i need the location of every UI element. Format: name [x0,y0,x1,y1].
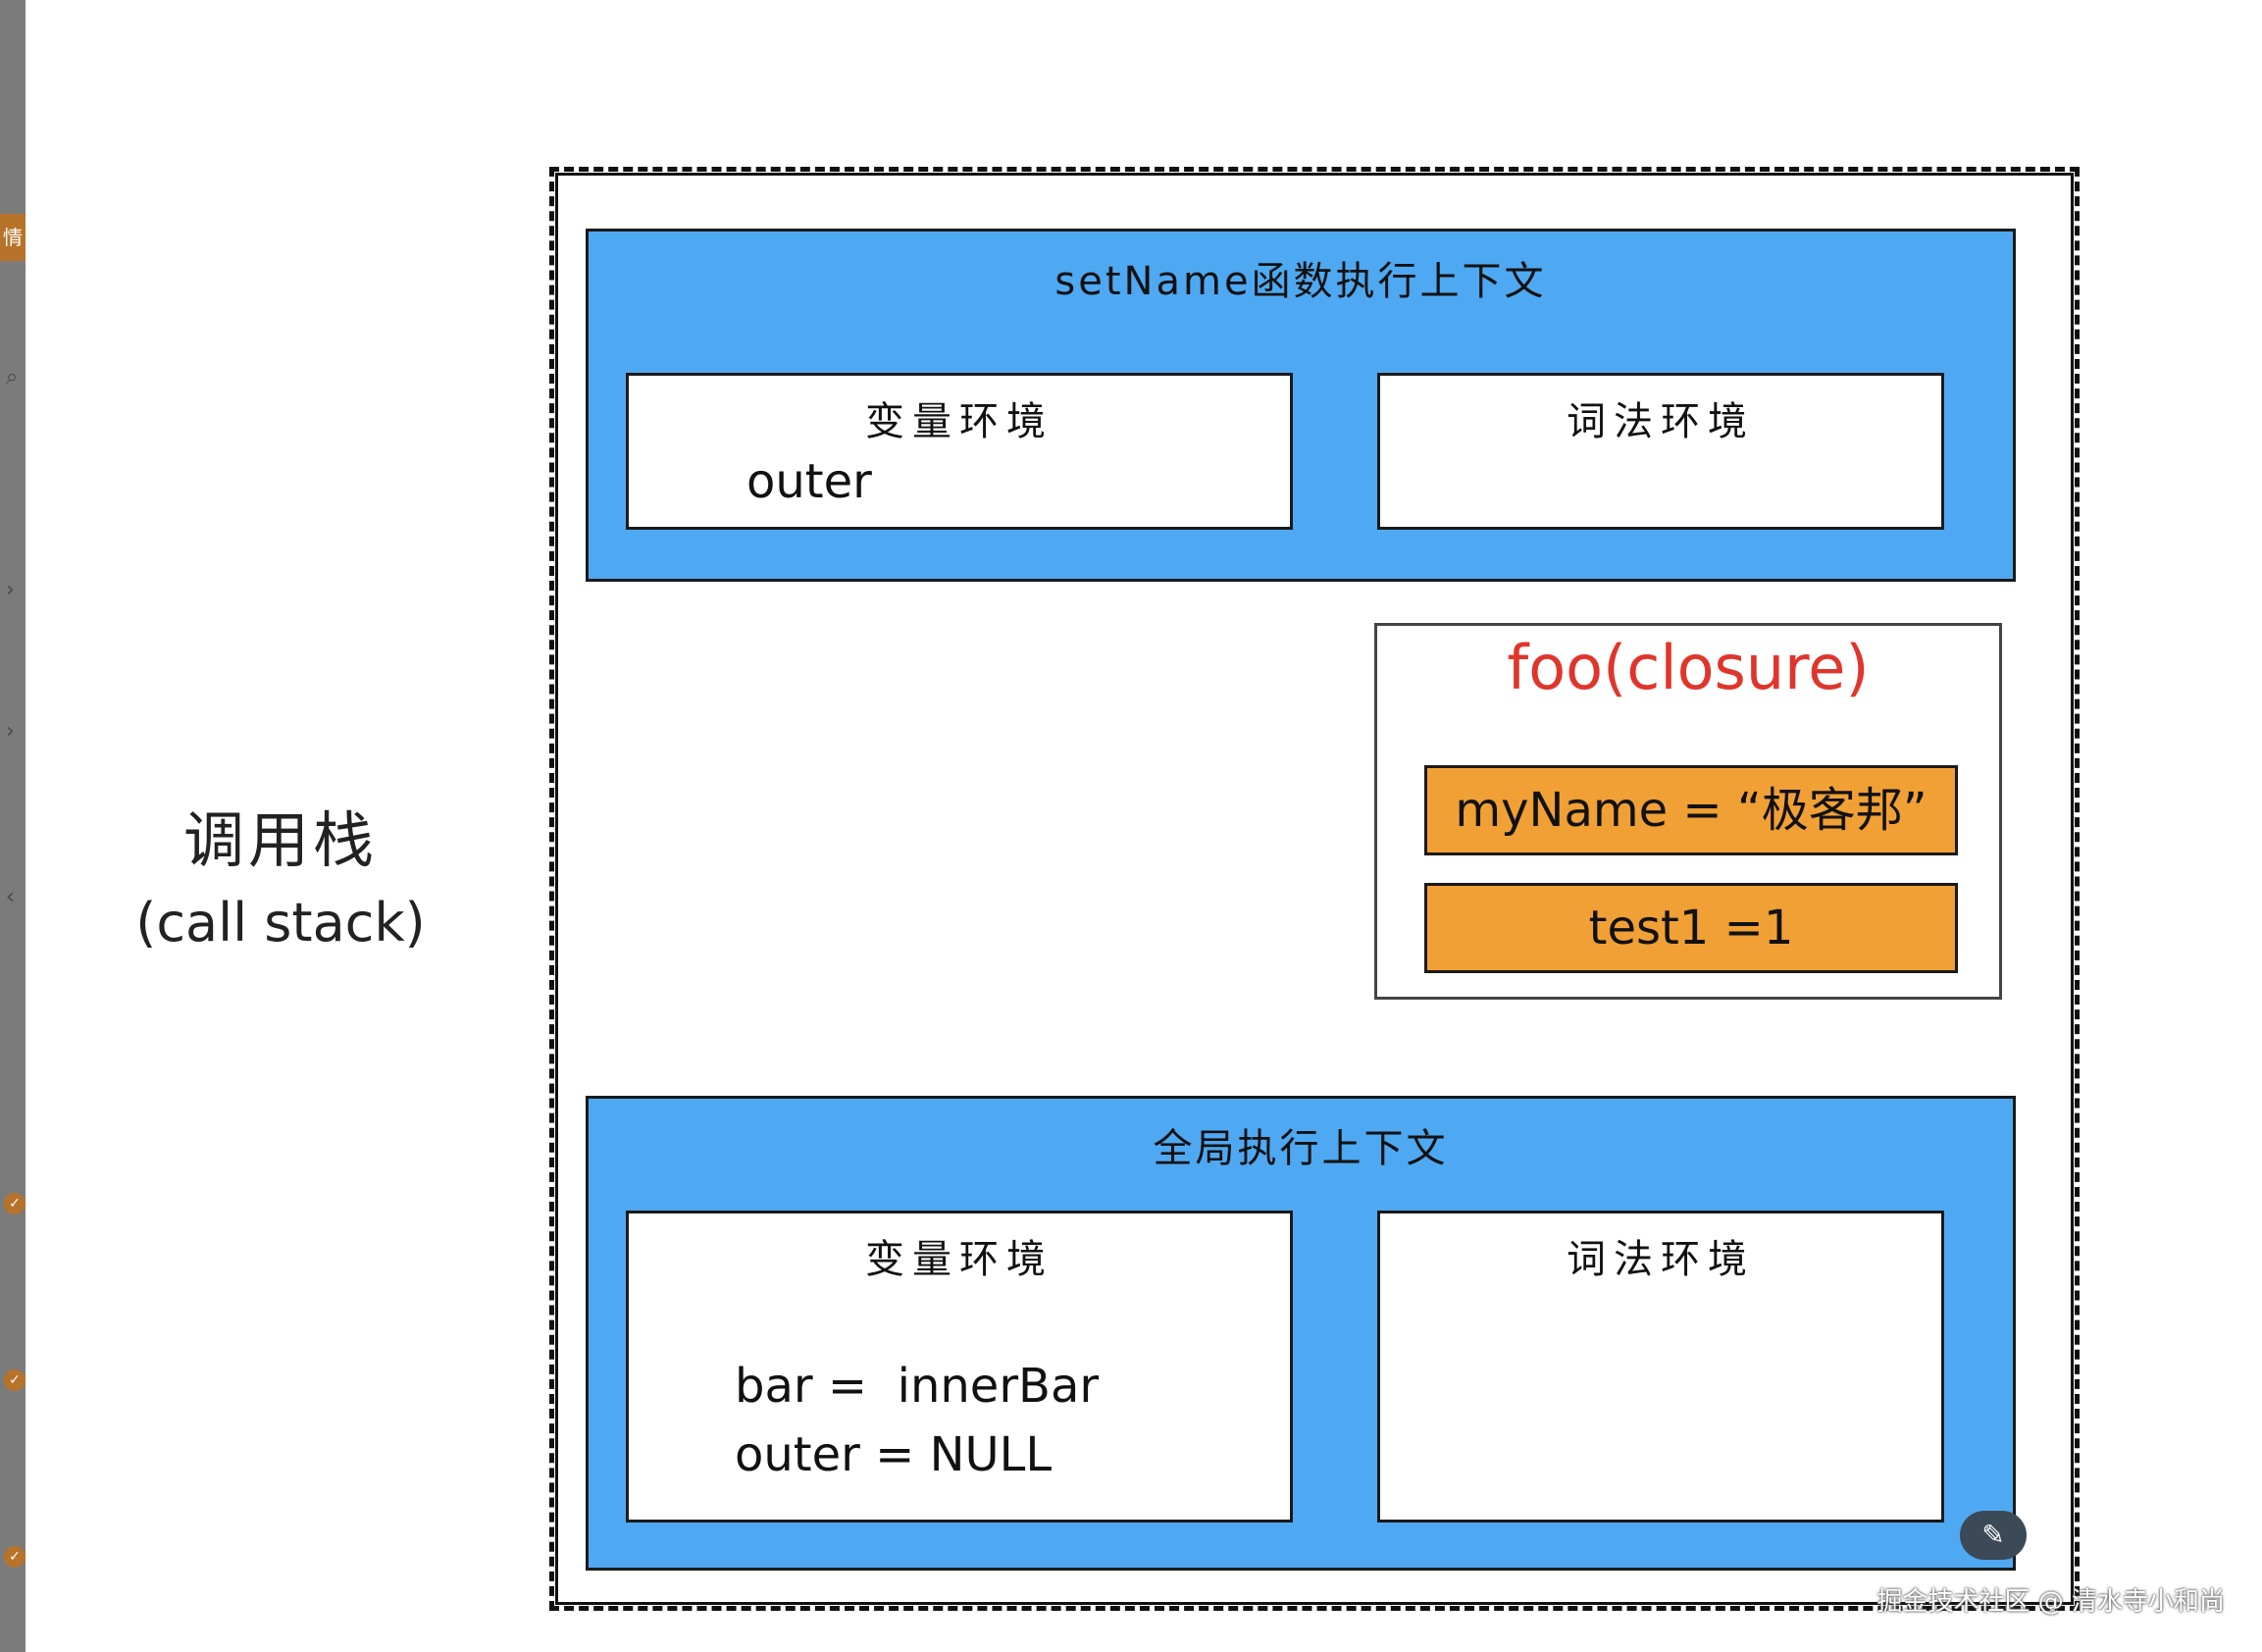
setname-execution-context: setName函数执行上下文 变量环境 outer 词法环境 [586,229,2016,582]
watermark: 掘金技术社区 @ 清水寺小和尚 [1876,1587,2225,1617]
chevron-icon[interactable]: ‹ [6,885,15,909]
left-sidebar-strip: 情 ⌕ › › ‹ ✓ ✓ ✓ [0,0,26,1652]
chevron-icon[interactable]: › [6,719,15,744]
search-icon[interactable]: ⌕ [6,365,19,389]
global-context-title: 全局执行上下文 [1153,1126,1449,1171]
callstack-title-en: (call stack) [135,892,426,954]
global-lexical-env: 词法环境 [1377,1211,1944,1523]
diagram-stage: 调用栈 (call stack) setName函数执行上下文 变量环境 out… [26,0,2262,1652]
setname-lexical-env: 词法环境 [1377,373,1944,530]
chevron-icon[interactable]: › [6,578,15,602]
closure-item: test1 =1 [1424,883,1958,973]
magic-wand-button[interactable]: ✎ [1960,1511,2027,1560]
check-icon: ✓ [4,1369,26,1391]
magic-wand-icon: ✎ [1981,1519,2005,1551]
check-icon: ✓ [4,1546,26,1568]
call-stack-frame: setName函数执行上下文 变量环境 outer 词法环境 foo(closu… [549,167,2080,1611]
setname-variable-env: 变量环境 outer [626,373,1293,530]
variable-env-title: 变量环境 [865,1237,1054,1282]
sidebar-badge[interactable]: 情 [0,214,26,261]
global-execution-context: 全局执行上下文 变量环境 bar = innerBar outer = NULL… [586,1096,2016,1571]
check-icon: ✓ [4,1193,26,1214]
variable-env-line: outer [746,454,872,509]
callstack-label: 调用栈 (call stack) [124,800,437,964]
lexical-env-title: 词法环境 [1567,1237,1755,1282]
variable-env-line: bar = innerBar [735,1359,1100,1414]
callstack-title-zh: 调用栈 [182,804,378,876]
global-variable-env: 变量环境 bar = innerBar outer = NULL [626,1211,1293,1523]
variable-env-title: 变量环境 [865,399,1054,444]
setname-context-title: setName函数执行上下文 [1054,259,1547,304]
foo-closure-box: foo(closure) myName = “极客邦” test1 =1 [1374,623,2002,1000]
closure-title: foo(closure) [1507,632,1870,703]
lexical-env-title: 词法环境 [1567,399,1755,444]
variable-env-line: outer = NULL [735,1427,1053,1482]
closure-item: myName = “极客邦” [1424,765,1958,855]
